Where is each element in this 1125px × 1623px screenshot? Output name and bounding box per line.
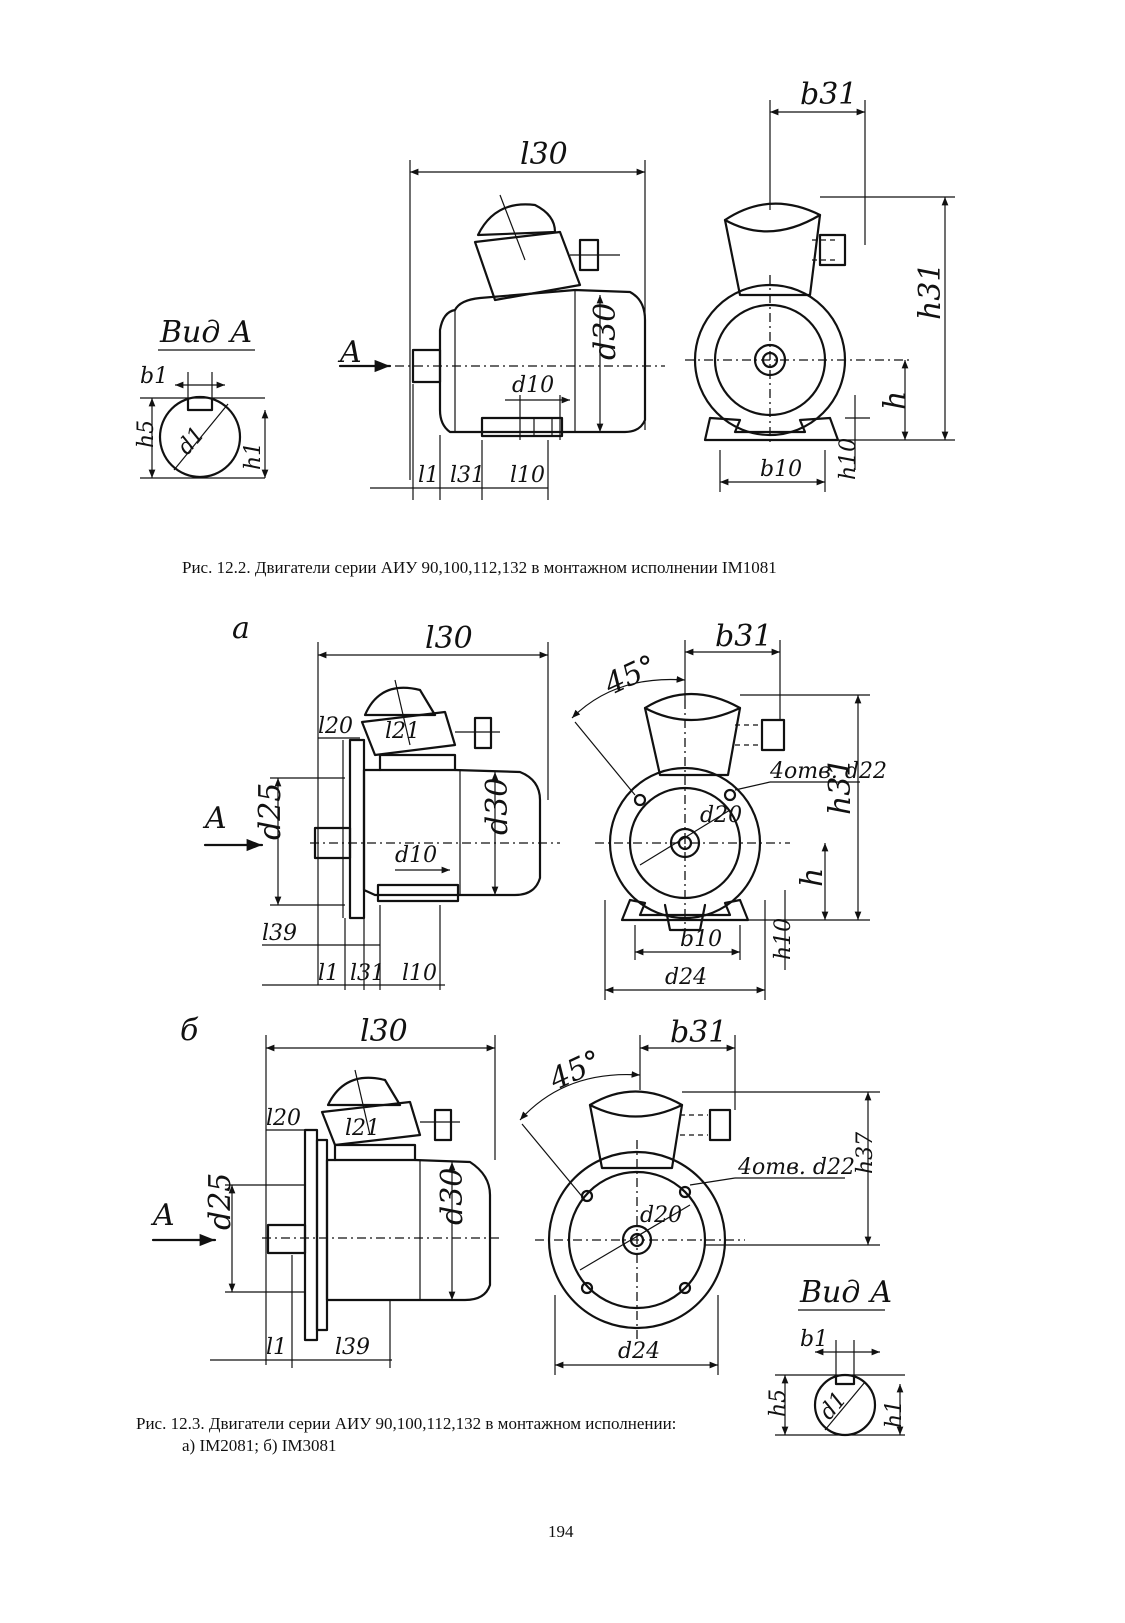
dim-a-d25: d25 — [253, 783, 288, 840]
fig-12-3-a-arrow: A — [202, 801, 227, 836]
fig-12-3-a-side-view: а l30 d10 d25 d30 A l20 — [202, 611, 560, 990]
fig-12-2-view-a-label: Вид А — [159, 315, 253, 350]
dim-b-d20: d20 — [640, 1203, 682, 1228]
fig-12-3-b-side-view: б l30 d25 d30 A l20 l21 — [150, 1013, 500, 1368]
fig-12-3-b-angle: 45° — [543, 1043, 607, 1098]
dim-d10: d10 — [512, 373, 554, 398]
fig-12-3-b-arrow: A — [150, 1198, 175, 1233]
dim-a-d24: d24 — [665, 965, 707, 990]
dim-a-d30: d30 — [480, 778, 515, 835]
dim-b-h5: h5 — [766, 1389, 791, 1417]
page-number: 194 — [548, 1522, 574, 1541]
dim-a-d20: d20 — [700, 803, 742, 828]
dim-b-h1: h1 — [882, 1400, 907, 1428]
fig-12-2-front-view: b31 b10 h31 h h10 — [685, 77, 955, 492]
dim-b10: b10 — [760, 457, 802, 482]
dim-b-l39: l39 — [335, 1335, 370, 1360]
dim-a-l1: l1 — [318, 961, 339, 986]
dim-a-b31: b31 — [715, 619, 772, 654]
dim-a-h31: h31 — [823, 758, 858, 816]
dim-h: h — [878, 391, 913, 410]
dim-h10: h10 — [836, 438, 861, 480]
fig-12-3-a-angle: 45° — [598, 648, 662, 703]
fig-12-2-arrow-label: A — [337, 335, 362, 370]
dim-b-d25: d25 — [203, 1173, 238, 1230]
dim-h1: h1 — [241, 442, 266, 470]
dim-b1: b1 — [140, 364, 168, 389]
dim-a-l10: l10 — [402, 961, 437, 986]
dim-a-l20: l20 — [318, 714, 353, 739]
fig-12-3-a-label: а — [232, 611, 250, 646]
fig-12-3-b-front-view: 45° b31 d20 4отв. d22 d24 h37 — [519, 1015, 880, 1375]
dim-b-b31: b31 — [670, 1015, 727, 1050]
fig-12-2-caption: Рис. 12.2. Двигатели серии АИУ 90,100,11… — [182, 558, 777, 577]
dim-h31: h31 — [913, 263, 948, 321]
fig-12-2-view-a: Вид А b1 h5 h1 d1 — [134, 315, 269, 479]
dim-l31: l31 — [450, 463, 485, 488]
fig-12-3-caption-line1: Рис. 12.3. Двигатели серии АИУ 90,100,11… — [136, 1414, 677, 1433]
fig-12-3-a-front-view: 45° b31 d20 4отв. d22 b10 d24 — [571, 619, 887, 1000]
dim-a-l21: l21 — [385, 719, 420, 744]
fig-12-3-b-holes: 4отв. d22 — [737, 1155, 855, 1180]
dim-a-l39: l39 — [262, 921, 297, 946]
dim-b-l1: l1 — [266, 1335, 287, 1360]
fig-12-3-caption-line2: а) IM2081; б) IM3081 — [182, 1436, 337, 1455]
dim-a-d10: d10 — [395, 843, 437, 868]
dim-a-l31: l31 — [350, 961, 385, 986]
dim-b-h37: h37 — [853, 1132, 878, 1174]
dim-b-l20: l20 — [266, 1106, 301, 1131]
dim-a-h: h — [795, 868, 830, 887]
dim-b-d30: d30 — [435, 1168, 470, 1225]
dim-l30: l30 — [520, 137, 568, 172]
fig-12-3-b-view-a-label: Вид А — [799, 1275, 893, 1310]
dim-b-l30: l30 — [360, 1014, 408, 1049]
dim-b-b1: b1 — [800, 1327, 828, 1352]
dim-h5: h5 — [134, 420, 159, 448]
dim-a-b10: b10 — [680, 927, 722, 952]
dim-a-l30: l30 — [425, 621, 473, 656]
fig-12-2-side-view: A l30 d10 d30 l1 l31 l10 — [337, 137, 665, 500]
dim-l10: l10 — [510, 463, 545, 488]
dim-b-d1: d1 — [815, 1387, 852, 1425]
dim-d30: d30 — [588, 303, 623, 360]
shaft-section-circle — [158, 395, 242, 479]
dim-b31: b31 — [800, 77, 857, 112]
dim-l1: l1 — [418, 463, 439, 488]
dim-a-h10: h10 — [771, 918, 796, 960]
fig-12-3-a-holes: 4отв. d22 — [769, 759, 887, 784]
dim-d1: d1 — [173, 422, 210, 460]
fig-12-3-b-label: б — [180, 1013, 199, 1048]
dim-b-d24: d24 — [618, 1339, 660, 1364]
fig-12-3-b-view-a: Вид А b1 h5 h1 d1 — [766, 1275, 907, 1437]
dim-b-l21: l21 — [345, 1116, 380, 1141]
